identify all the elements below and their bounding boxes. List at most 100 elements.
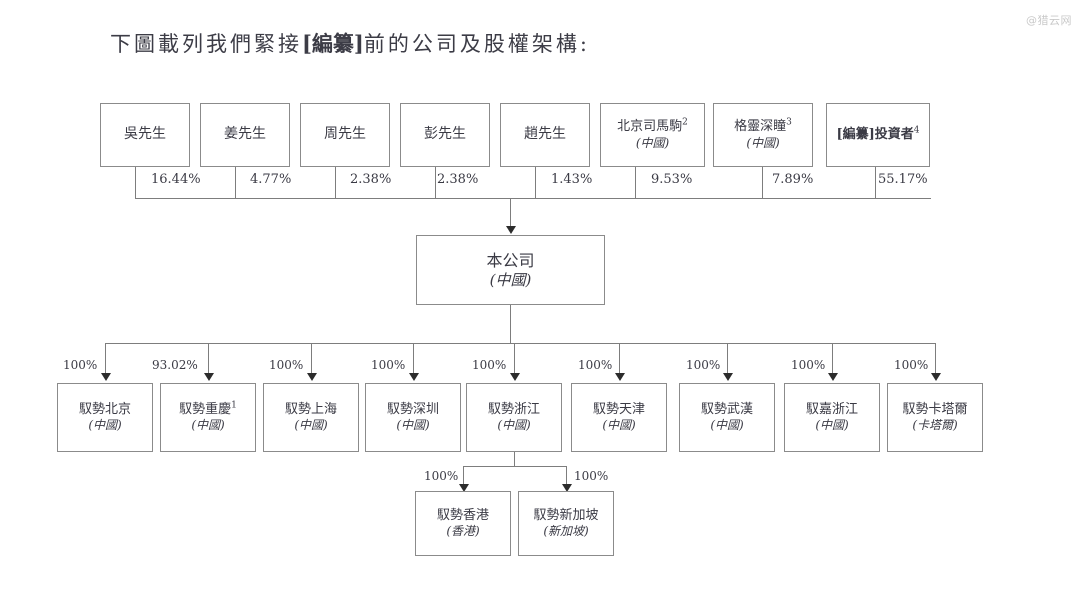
connector-zhejiang-to-bus (514, 452, 515, 466)
node-label: 格靈深瞳3 (734, 118, 792, 135)
node-label: 馭勢武漢 (700, 401, 753, 417)
arrowhead-subsidiary-4 (510, 373, 520, 381)
arrowhead-subsidiary-0 (101, 373, 111, 381)
connector-drop-shareholder-6 (762, 167, 763, 198)
node-shareholder-3[interactable]: 彭先生 (400, 103, 490, 167)
node-shareholder-5[interactable]: 北京司馬駒2 (中國) (600, 103, 705, 167)
pct-subsidiary-3: 100% (371, 358, 406, 372)
node-label: 周先生 (324, 126, 366, 143)
connector-drop-shareholder-4 (535, 167, 536, 198)
watermark: @猎云网 (1026, 14, 1072, 27)
arrowhead-subsidiary-3 (409, 373, 419, 381)
title-prefix: 下圖載列我們緊接 (110, 32, 302, 56)
connector-company-to-bus (510, 305, 511, 343)
arrowhead-subsidiary-5 (615, 373, 625, 381)
node-shareholder-7[interactable]: [編纂]投資者4 (826, 103, 930, 167)
node-label: 吳先生 (124, 126, 166, 143)
node-subsidiary-5[interactable]: 馭勢天津 (中國) (571, 383, 667, 452)
node-subsidiary-3[interactable]: 馭勢深圳 (中國) (365, 383, 461, 452)
connector-bus-sub-subsidiaries (463, 466, 566, 467)
node-subsidiary-7[interactable]: 馭嘉浙江 (中國) (784, 383, 880, 452)
node-label: 馭勢天津 (592, 401, 645, 417)
connector-drop-subsidiary-0 (105, 343, 106, 375)
arrowhead-subsub-0 (459, 484, 469, 492)
node-label: 馭勢香港 (436, 507, 489, 523)
node-label: 馭勢北京 (78, 401, 131, 417)
connector-drop-subsidiary-4 (514, 343, 515, 375)
connector-drop-subsidiary-1 (208, 343, 209, 375)
node-jurisdiction: (中國) (396, 418, 430, 433)
node-shareholder-2[interactable]: 周先生 (300, 103, 390, 167)
pct-subsidiary-1: 93.02% (152, 358, 198, 372)
node-jurisdiction: (卡塔爾) (912, 418, 958, 433)
pct-subsidiary-5: 100% (578, 358, 613, 372)
pct-shareholder-3: 2.38% (437, 172, 479, 187)
connector-bus-shareholders (135, 198, 931, 199)
pct-subsidiary-7: 100% (791, 358, 826, 372)
node-label: 馭勢重慶1 (179, 400, 237, 417)
node-jurisdiction: (中國) (489, 270, 532, 289)
node-label: 馭勢浙江 (487, 401, 540, 417)
title-bracketed-term: [編纂] (302, 31, 364, 56)
title-suffix: 前的公司及股權架構: (363, 32, 590, 56)
node-company[interactable]: 本公司 (中國) (416, 235, 605, 305)
node-subsidiary-6[interactable]: 馭勢武漢 (中國) (679, 383, 775, 452)
connector-drop-shareholder-1 (235, 167, 236, 198)
connector-drop-subsidiary-8 (935, 343, 936, 375)
pct-subsub-0: 100% (424, 469, 459, 483)
node-jurisdiction: (中國) (294, 418, 328, 433)
node-jurisdiction: (中國) (602, 418, 636, 433)
node-subsub-1[interactable]: 馭勢新加坡 (新加坡) (518, 491, 614, 556)
pct-subsidiary-6: 100% (686, 358, 721, 372)
connector-drop-subsub-0 (463, 466, 464, 486)
node-jurisdiction: (新加坡) (543, 524, 589, 539)
connector-drop-shareholder-0 (135, 167, 136, 198)
node-label: 趙先生 (524, 126, 566, 143)
node-jurisdiction: (中國) (191, 418, 225, 433)
connector-drop-subsidiary-6 (727, 343, 728, 375)
connector-drop-shareholder-3 (435, 167, 436, 198)
node-subsub-0[interactable]: 馭勢香港 (香港) (415, 491, 511, 556)
arrowhead-subsidiary-2 (307, 373, 317, 381)
node-jurisdiction: (中國) (815, 418, 849, 433)
node-subsidiary-0[interactable]: 馭勢北京 (中國) (57, 383, 153, 452)
node-label: 馭嘉浙江 (805, 401, 858, 417)
connector-drop-shareholder-5 (635, 167, 636, 198)
page-title: 下圖載列我們緊接[編纂]前的公司及股權架構: (110, 28, 590, 58)
pct-shareholder-6: 7.89% (772, 172, 814, 187)
node-jurisdiction: (中國) (746, 135, 780, 150)
node-jurisdiction: (中國) (497, 418, 531, 433)
pct-shareholder-0: 16.44% (151, 172, 201, 187)
node-label: 馭勢新加坡 (533, 507, 599, 523)
connector-bus-subsidiaries (105, 343, 935, 344)
node-subsidiary-4[interactable]: 馭勢浙江 (中國) (466, 383, 562, 452)
connector-drop-shareholder-2 (335, 167, 336, 198)
pct-shareholder-2: 2.38% (350, 172, 392, 187)
node-jurisdiction: (中國) (710, 418, 744, 433)
connector-drop-subsidiary-2 (311, 343, 312, 375)
node-shareholder-1[interactable]: 姜先生 (200, 103, 290, 167)
arrowhead-subsidiary-7 (828, 373, 838, 381)
node-label: 本公司 (486, 250, 535, 270)
arrowhead-subsidiary-6 (723, 373, 733, 381)
node-subsidiary-2[interactable]: 馭勢上海 (中國) (263, 383, 359, 452)
node-label: 馭勢上海 (284, 401, 337, 417)
connector-drop-subsidiary-5 (619, 343, 620, 375)
pct-subsidiary-8: 100% (894, 358, 929, 372)
connector-drop-subsub-1 (566, 466, 567, 486)
node-shareholder-0[interactable]: 吳先生 (100, 103, 190, 167)
node-jurisdiction: (中國) (88, 418, 122, 433)
connector-drop-subsidiary-3 (413, 343, 414, 375)
node-shareholder-6[interactable]: 格靈深瞳3 (中國) (713, 103, 813, 167)
pct-shareholder-7: 55.17% (878, 172, 928, 187)
node-label: 馭勢卡塔爾 (902, 401, 968, 417)
arrowhead-subsub-1 (562, 484, 572, 492)
node-jurisdiction: (香港) (446, 524, 480, 539)
node-shareholder-4[interactable]: 趙先生 (500, 103, 590, 167)
arrowhead-subsidiary-1 (204, 373, 214, 381)
node-subsidiary-1[interactable]: 馭勢重慶1 (中國) (160, 383, 256, 452)
pct-subsub-1: 100% (574, 469, 609, 483)
connector-bus-to-company (510, 198, 511, 228)
node-subsidiary-8[interactable]: 馭勢卡塔爾 (卡塔爾) (887, 383, 983, 452)
node-label: 姜先生 (224, 126, 266, 143)
